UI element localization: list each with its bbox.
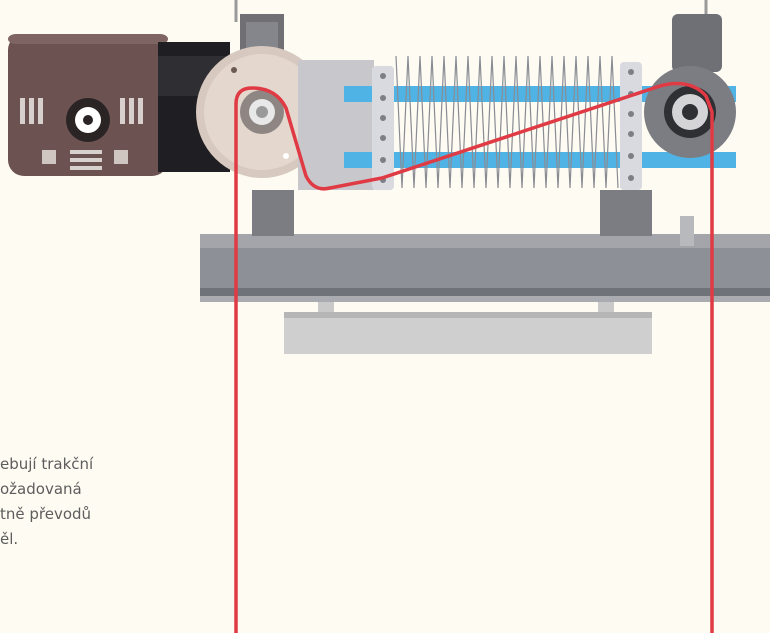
traction-rope — [234, 81, 714, 633]
cabin-platform — [284, 288, 652, 354]
caption-line-1: ebují trakční — [0, 455, 94, 473]
frame-plate — [298, 60, 374, 190]
caption-line-4: ěl. — [0, 530, 19, 548]
caption-line-2: ožadovaná — [0, 480, 82, 498]
bellows — [395, 55, 619, 189]
right-clamp-plate — [620, 62, 642, 190]
caption: ebují trakční ožadovaná tně převodů ěl. — [0, 452, 260, 552]
left-clamp-plate — [372, 66, 394, 190]
traction-sheave — [196, 46, 328, 178]
support-beam — [200, 234, 770, 302]
caption-line-3: tně převodů — [0, 505, 92, 523]
left-bracket — [252, 190, 294, 236]
right-bracket — [600, 190, 652, 236]
motor — [8, 34, 168, 176]
